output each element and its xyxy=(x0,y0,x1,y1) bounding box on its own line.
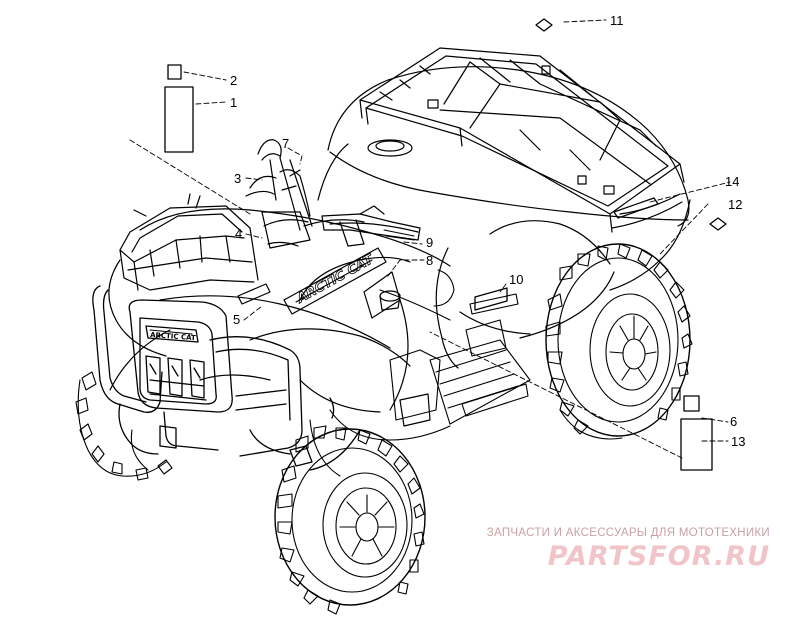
decal-icons xyxy=(164,18,727,471)
watermark-logo: PARTSFOR.RU xyxy=(547,541,770,572)
front-body xyxy=(108,208,451,427)
callout-6: 6 xyxy=(730,414,737,429)
decal-6-icon xyxy=(683,395,700,412)
rear-left-wheel xyxy=(75,371,173,481)
decal-10-icon xyxy=(474,287,508,311)
rear-right-wheel xyxy=(545,243,693,440)
hood-decal-text: ARCTIC CAT xyxy=(294,252,377,307)
callout-14: 14 xyxy=(725,174,739,189)
callout-1: 1 xyxy=(230,95,237,110)
callout-3: 3 xyxy=(234,171,241,186)
side-panel xyxy=(309,269,531,477)
callout-11: 11 xyxy=(610,13,624,28)
front-right-wheel xyxy=(274,425,426,615)
callout-5: 5 xyxy=(233,312,240,327)
decal-12-icon xyxy=(709,217,727,231)
callout-12: 12 xyxy=(728,197,742,212)
callout-4: 4 xyxy=(235,226,242,241)
callout-labels: 1 2 3 4 5 6 7 8 9 10 11 12 13 14 xyxy=(230,13,745,449)
decal-13-icon xyxy=(680,418,713,471)
front-rack xyxy=(119,193,259,291)
callout-8: 8 xyxy=(426,253,433,268)
decal-2-icon xyxy=(167,64,182,80)
decal-1-icon xyxy=(164,86,194,153)
decal-11-icon xyxy=(535,18,553,32)
rear-rack xyxy=(359,47,685,233)
handlebar xyxy=(245,139,421,249)
watermark: ЗАПЧАСТИ И АКСЕССУАРЫ ДЛЯ МОТОТЕХНИКИ PA… xyxy=(480,527,770,572)
callout-7: 7 xyxy=(282,136,289,151)
callout-9: 9 xyxy=(426,235,433,250)
callout-2: 2 xyxy=(230,73,237,88)
rear-fender xyxy=(317,66,691,369)
bumper-decal-text: ARCTIC CAT xyxy=(150,331,196,342)
vehicle-decal-marks xyxy=(149,229,415,335)
callout-10: 10 xyxy=(509,272,523,287)
watermark-caption: ЗАПЧАСТИ И АКСЕССУАРЫ ДЛЯ МОТОТЕХНИКИ xyxy=(486,527,770,539)
front-bumper xyxy=(92,285,361,471)
callout-13: 13 xyxy=(731,434,745,449)
leader-lines xyxy=(129,19,731,459)
